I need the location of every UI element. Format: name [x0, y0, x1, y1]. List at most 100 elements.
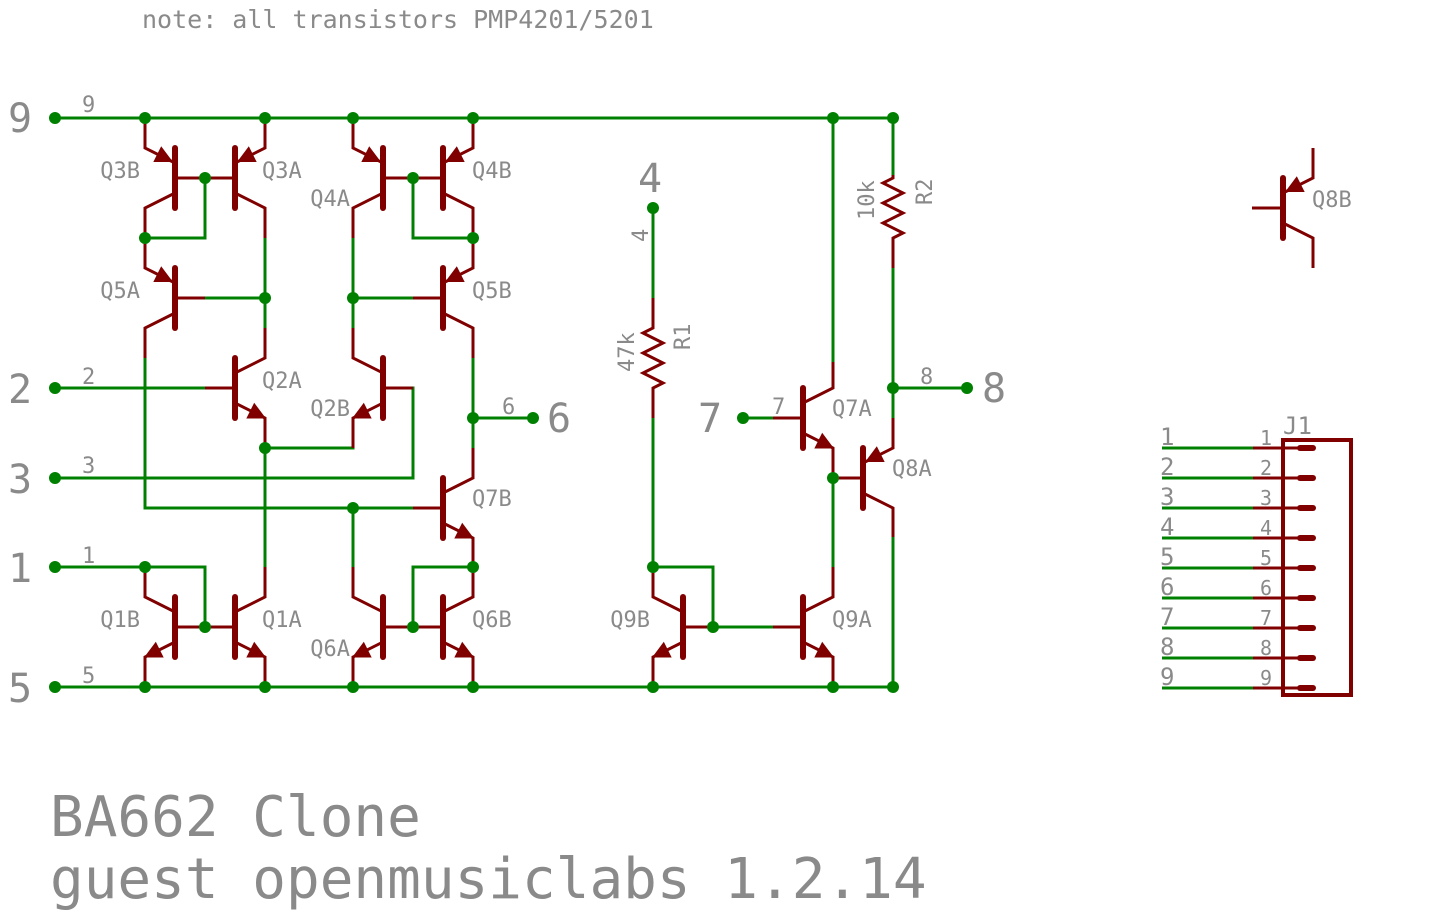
port-5-small: 5 — [82, 664, 95, 689]
junction-dot — [347, 112, 359, 124]
net-q3-base — [145, 178, 207, 240]
transistor-emitter-lead — [442, 640, 475, 687]
transistor-label: Q6B — [472, 608, 512, 633]
transistor-q5b[interactable]: Q5B — [413, 238, 512, 358]
transistor-label: Q7B — [472, 487, 512, 512]
transistor-collector-lead — [442, 311, 475, 358]
junction-dot — [467, 561, 479, 573]
port-2-big: 2 — [8, 367, 32, 413]
transistor-emitter-arrow-icon — [352, 641, 372, 658]
r1-name: R1 — [671, 324, 696, 351]
junction-dot — [49, 561, 61, 573]
transistor-q7a[interactable]: Q7A — [773, 362, 872, 478]
junction-dot — [827, 681, 839, 693]
transistor-q6a[interactable]: Q6A — [310, 567, 413, 687]
j1-net-label: 6 — [1160, 573, 1174, 601]
transistor-collector-lead — [442, 448, 475, 495]
transistor-emitter-arrow-icon — [246, 641, 266, 658]
net-1 — [55, 565, 207, 627]
transistor-q3a[interactable]: Q3A — [205, 118, 302, 238]
transistor-label: Q2B — [310, 397, 350, 422]
j1-name: J1 — [1283, 412, 1312, 440]
transistor-q2b[interactable]: Q2B — [310, 328, 413, 448]
transistor-q4b[interactable]: Q4B — [413, 118, 512, 238]
transistor-emitter-arrow-icon — [864, 446, 885, 462]
junction-dot — [407, 172, 419, 184]
net-q2-emitters — [265, 418, 355, 450]
transistor-emitter-arrow-icon — [814, 641, 835, 658]
transistor-collector-lead — [234, 191, 267, 238]
port-3-big: 3 — [8, 457, 32, 503]
r2-value: 10k — [855, 180, 880, 220]
port-8-big: 8 — [982, 366, 1006, 412]
port-8-small: 8 — [920, 365, 933, 390]
junction-dot — [407, 621, 419, 633]
port-6-small: 6 — [502, 395, 515, 420]
transistor-collector-lead — [143, 191, 176, 238]
j1-net-label: 3 — [1160, 483, 1174, 511]
transistor-q6b[interactable]: Q6B — [413, 567, 512, 687]
transistor-q9b[interactable]: Q9B — [610, 567, 713, 687]
junction-dot — [139, 232, 151, 244]
transistor-emitter-arrow-icon — [651, 641, 672, 658]
transistor-q3b[interactable]: Q3B — [100, 118, 205, 238]
resistor-r1[interactable]: 47k R1 — [615, 298, 696, 418]
transistor-emitter-lead — [351, 401, 384, 448]
junction-dot — [467, 412, 479, 424]
j1-pin-number: 4 — [1260, 516, 1272, 540]
junction-dot — [647, 681, 659, 693]
junction-dot — [259, 292, 271, 304]
transistor-q5a[interactable]: Q5A — [100, 238, 205, 358]
junction-dot — [647, 202, 659, 214]
transistor-collector-lead — [802, 567, 835, 614]
transistor-collector-lead — [143, 567, 176, 614]
transistor-q8b[interactable]: Q8B — [1252, 148, 1352, 268]
junction-dot — [467, 112, 479, 124]
junction-dot — [647, 561, 659, 573]
port-labels: 9 9 2 2 3 3 1 1 5 5 4 4 7 7 6 6 8 8 — [8, 93, 1006, 712]
junction-dot — [49, 681, 61, 693]
transistor-collector-lead — [234, 567, 267, 614]
transistor-q7b[interactable]: Q7B — [413, 448, 512, 567]
transistor-emitter-arrow-icon — [445, 146, 465, 162]
transistor-q1a[interactable]: Q1A — [205, 567, 302, 687]
port-1-big: 1 — [8, 546, 32, 592]
transistor-emitter-lead — [234, 401, 267, 448]
transistor-label: Q4A — [310, 187, 350, 212]
junction-dot — [49, 382, 61, 394]
j1-net-label: 9 — [1160, 663, 1174, 691]
j1-net-label: 8 — [1160, 633, 1174, 661]
port-7-small: 7 — [772, 395, 785, 420]
transistor-label: Q5A — [100, 279, 140, 304]
transistor-q1b[interactable]: Q1B — [100, 567, 205, 687]
transistor-q2a[interactable]: Q2A — [205, 328, 302, 448]
resistor-r2[interactable]: 10k R2 — [855, 175, 938, 268]
r2-symbol — [879, 175, 907, 268]
junction-dot — [467, 232, 479, 244]
net-q5a-q7b — [143, 358, 413, 510]
transistor-emitter-arrow-icon — [1284, 176, 1305, 192]
transistor-emitter-arrow-icon — [814, 432, 835, 449]
j1-net-label: 1 — [1160, 423, 1174, 451]
junction-dot — [259, 442, 271, 454]
junction-dot — [887, 681, 899, 693]
junction-dot — [259, 112, 271, 124]
title-line-2: guest openmusiclabs 1.2.14 — [50, 847, 927, 912]
transistor-q8a[interactable]: Q8A — [833, 418, 932, 537]
transistor-emitter-arrow-icon — [454, 641, 474, 658]
junction-dot — [707, 621, 719, 633]
transistor-q9a[interactable]: Q9A — [773, 567, 872, 687]
transistor-q4a[interactable]: Q4A — [310, 118, 413, 238]
junction-dot — [199, 172, 211, 184]
